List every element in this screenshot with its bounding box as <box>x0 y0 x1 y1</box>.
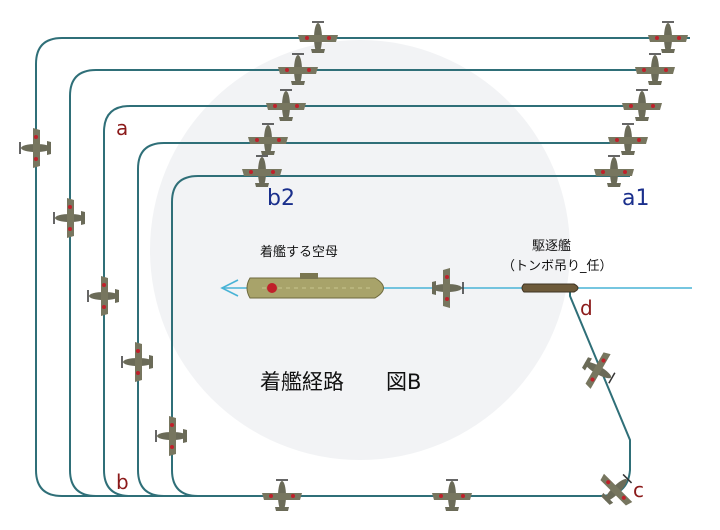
approach-paths <box>35 37 690 497</box>
aircraft-icon <box>261 479 303 512</box>
destroyer-ship <box>521 283 579 293</box>
diagram-title: 着艦経路 図B <box>260 370 422 394</box>
approach-path-4 <box>137 142 636 497</box>
approach-path-5 <box>171 175 630 497</box>
aircraft-icon <box>593 155 635 188</box>
aircraft-icon <box>87 275 120 317</box>
aircraft-icon <box>634 53 676 86</box>
aircraft-icon <box>431 479 473 512</box>
aircraft-icon <box>574 344 623 397</box>
aircraft-carrier <box>246 273 384 299</box>
destroyer-label: 駆逐艦 <box>532 239 572 254</box>
background-watermark <box>150 40 570 460</box>
aircraft-icon <box>155 415 188 457</box>
approach-path-1 <box>35 37 690 497</box>
aircraft-icon <box>621 89 663 122</box>
destroyer-role-label: （トンボ吊り_任） <box>502 259 613 274</box>
approach-path-3 <box>103 105 650 497</box>
carrier-label: 着艦する空母 <box>260 245 339 260</box>
waypoint-label-c: c <box>633 478 644 502</box>
waypoint-label-a: a <box>116 116 129 140</box>
aircraft-icon <box>19 127 52 169</box>
aircraft-icon <box>53 197 86 239</box>
waypoint-label-a1: a1 <box>622 186 650 211</box>
approach-path-2 <box>69 69 668 497</box>
aircraft-icon <box>607 123 649 156</box>
approach-path-final <box>569 288 631 497</box>
aircraft-icon <box>121 341 154 383</box>
waypoint-label-b: b <box>116 470 129 494</box>
waypoint-label-d: d <box>580 296 593 320</box>
waypoint-label-b2: b2 <box>267 186 295 211</box>
aircraft-icon <box>647 21 689 54</box>
hinomaru-emblem <box>267 283 277 293</box>
